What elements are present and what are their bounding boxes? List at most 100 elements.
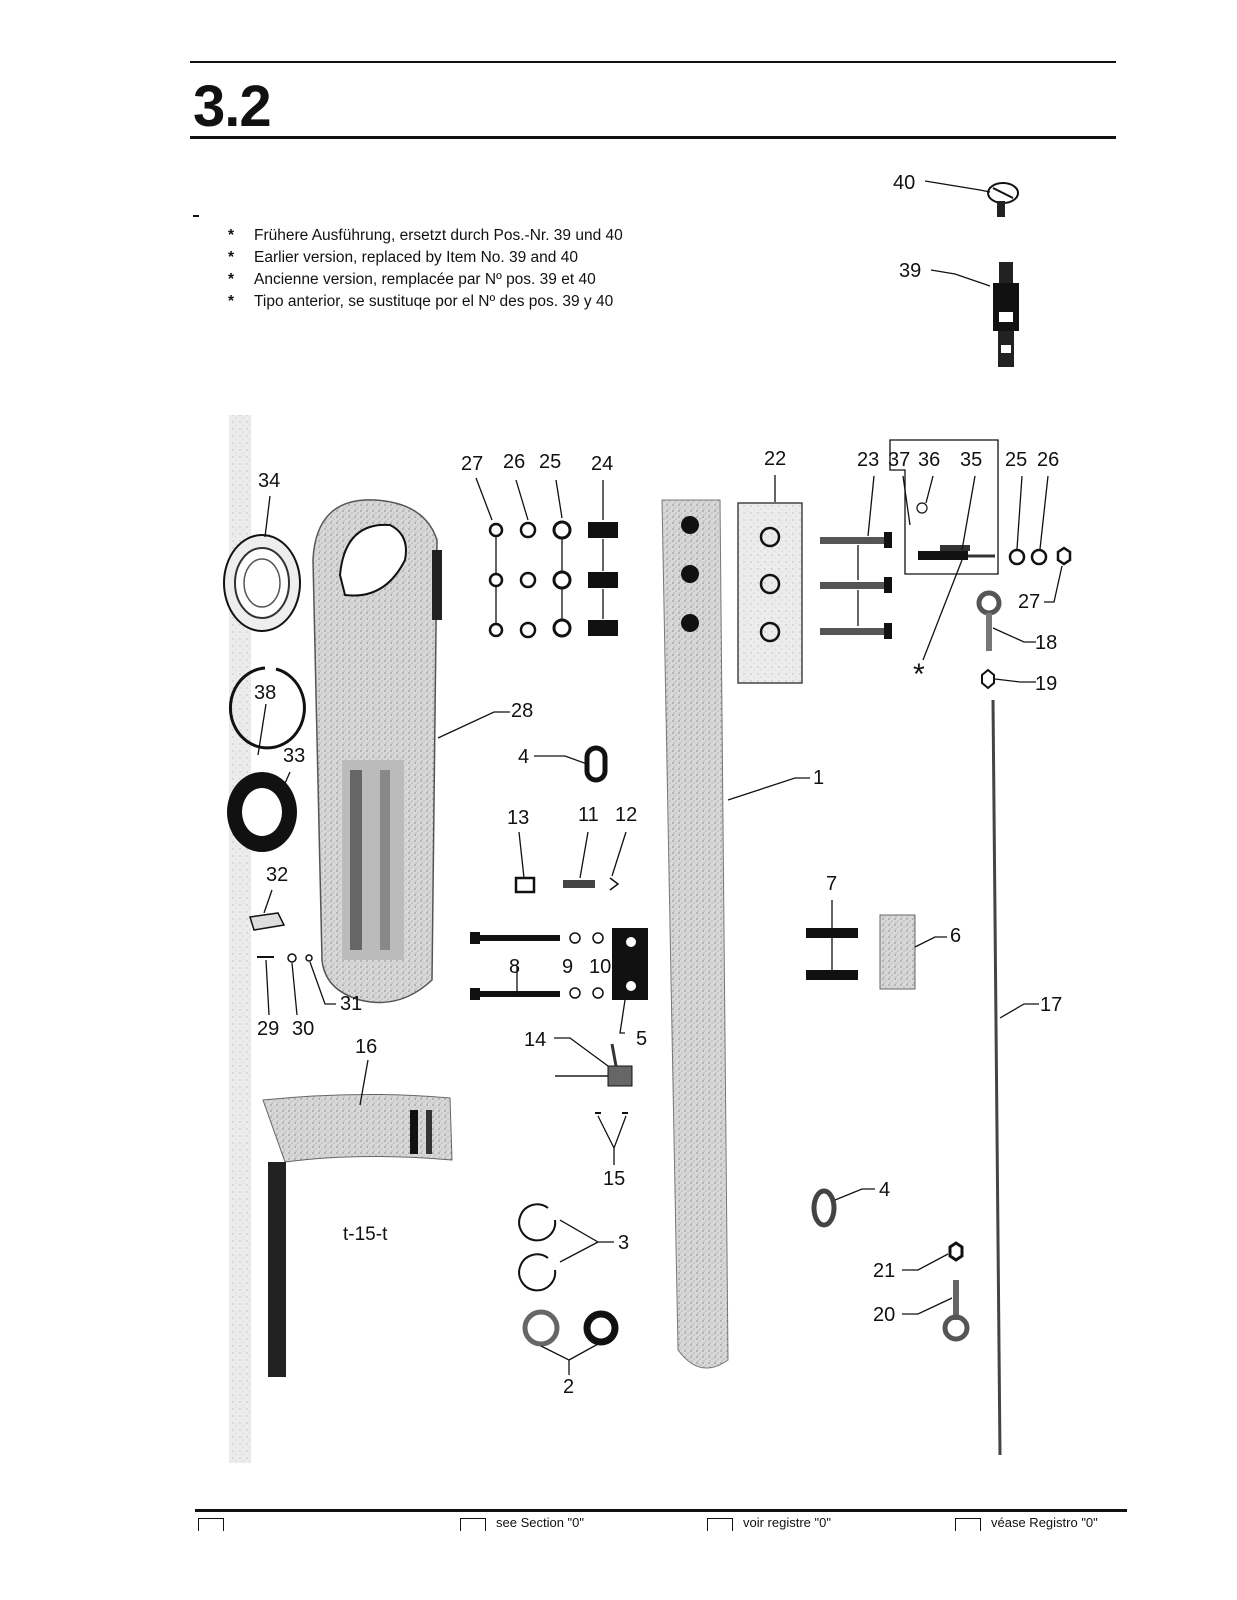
callout-38: 38 (254, 682, 276, 704)
callout-40: 40 (893, 172, 915, 194)
dimension-label: t-15-t (343, 1224, 388, 1245)
top-rule (190, 61, 1116, 63)
parts-13-11-12 (514, 876, 620, 894)
leader-lines (257, 180, 1063, 1375)
callout-1: 1 (813, 767, 824, 789)
part-6-block (879, 914, 916, 990)
version-notes: * Frühere Ausführung, ersetzt durch Pos.-… (228, 225, 623, 313)
part-1-strip (661, 499, 729, 1369)
part-34-bearing (223, 534, 301, 632)
part-32-clip (249, 912, 286, 931)
note-text: Frühere Ausführung, ersetzt durch Pos.-N… (254, 227, 623, 244)
detail-box-35-37 (889, 439, 999, 575)
part-14-pin (555, 1043, 633, 1087)
callout-25: 25 (1005, 449, 1027, 471)
callout-5: 5 (636, 1028, 647, 1050)
part-40-screw (987, 182, 1019, 217)
callout-9: 9 (562, 956, 573, 978)
note-spanish: *Tipo anterior, se sustituqe por el Nº d… (228, 291, 623, 313)
dash-mark (193, 215, 199, 217)
callout-20: 20 (873, 1304, 895, 1326)
callout-33: 33 (283, 745, 305, 767)
footer-ref-fr: voir registre "0" (707, 1515, 831, 1533)
checkbox-icon (707, 1518, 733, 1531)
callout-19: 19 (1035, 673, 1057, 695)
callout-26: 26 (503, 451, 525, 473)
callout-numbers: 40 39 27 26 25 24 22 23 37 36 35 25 26 2… (254, 172, 1062, 1398)
part-22-plate (737, 502, 803, 684)
callout-36: 36 (918, 449, 940, 471)
part-33-seal (227, 772, 297, 852)
star-marker: * (913, 658, 925, 691)
part-19-nut (981, 668, 995, 690)
callout-3: 3 (618, 1232, 629, 1254)
callout-39: 39 (899, 260, 921, 282)
callout-14: 14 (524, 1029, 546, 1051)
callout-27: 27 (1018, 591, 1040, 613)
note-english: * Earlier version, replaced by Item No. 3… (228, 247, 623, 269)
note-text: Tipo anterior, se sustituqe por el Nº de… (254, 293, 614, 310)
checkbox-icon (460, 1518, 486, 1531)
washers-right (1008, 546, 1072, 566)
part-28-arm (312, 499, 442, 1004)
callout-2: 2 (563, 1376, 574, 1398)
callout-29: 29 (257, 1018, 279, 1040)
note-text: Ancienne version, remplacée par Nº pos. … (254, 271, 596, 288)
part-18-eye-bolt (976, 590, 1002, 651)
heading-rule (190, 136, 1116, 139)
callout-16: 16 (355, 1036, 377, 1058)
asterisk-icon: * (228, 249, 235, 266)
callout-28: 28 (511, 700, 533, 722)
washer-rows (488, 520, 618, 639)
part-21-nut (948, 1241, 964, 1262)
callout-35: 35 (960, 449, 982, 471)
footer-rule (195, 1509, 1127, 1512)
note-text: Earlier version, replaced by Item No. 39… (254, 249, 578, 266)
callout-34: 34 (258, 470, 280, 492)
footer-ref-de (198, 1518, 234, 1533)
part-38-circlip (228, 666, 306, 750)
callout-27: 27 (461, 453, 483, 475)
note-german: *Frühere Ausführung, ersetzt durch Pos.-… (228, 225, 623, 247)
part-2-ring-light (522, 1309, 560, 1347)
callout-4: 4 (879, 1179, 890, 1201)
callout-18: 18 (1035, 632, 1057, 654)
callout-15: 15 (603, 1168, 625, 1190)
part-23-bolts (820, 532, 892, 639)
part-3-circlip-lower (518, 1253, 557, 1292)
callout-10: 10 (589, 956, 611, 978)
parts-29-31 (257, 953, 313, 963)
callout-8: 8 (509, 956, 520, 978)
part-4-link-upper (584, 745, 608, 783)
note-french: * Ancienne version, remplacée par Nº pos.… (228, 269, 623, 291)
callout-31: 31 (340, 993, 362, 1015)
callout-4: 4 (518, 746, 529, 768)
asterisk-icon: * (228, 271, 235, 288)
section-number: 3.2 (193, 74, 272, 139)
part-17-rod (991, 699, 1002, 1456)
part-7-bolts (806, 900, 858, 980)
callout-25: 25 (539, 451, 561, 473)
callout-22: 22 (764, 448, 786, 470)
callout-12: 12 (615, 804, 637, 826)
callout-23: 23 (857, 449, 879, 471)
parts-8-9-10-5 (470, 928, 648, 1000)
callout-7: 7 (826, 873, 837, 895)
callout-26: 26 (1037, 449, 1059, 471)
part-3-circlip-upper (518, 1203, 557, 1242)
part-16-bracket (262, 1093, 453, 1377)
part-20-eye-bolt (942, 1280, 970, 1342)
callout-30: 30 (292, 1018, 314, 1040)
part-39-stud (993, 262, 1019, 367)
callout-24: 24 (591, 453, 613, 475)
callout-17: 17 (1040, 994, 1062, 1016)
checkbox-icon (955, 1518, 981, 1531)
callout-6: 6 (950, 925, 961, 947)
part-2-ring-dark (583, 1310, 619, 1346)
footer: see Section "0" voir registre "0" véase … (0, 1515, 1237, 1548)
callout-13: 13 (507, 807, 529, 829)
footer-ref-es: véase Registro "0" (955, 1515, 1098, 1533)
callout-32: 32 (266, 864, 288, 886)
footer-ref-en: see Section "0" (460, 1515, 584, 1533)
